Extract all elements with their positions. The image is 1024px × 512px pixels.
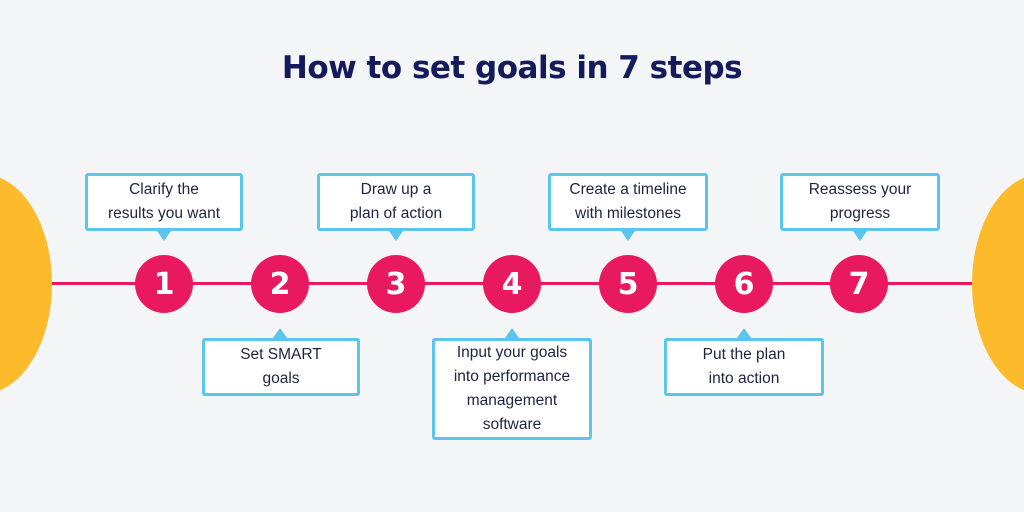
page-title: How to set goals in 7 steps bbox=[281, 50, 743, 86]
left-decor-circle bbox=[0, 174, 52, 394]
step-2-pointer bbox=[273, 328, 287, 338]
step-6-label-box: Put the plan into action bbox=[664, 338, 824, 396]
step-4-label-line-3: management bbox=[466, 392, 558, 409]
step-3-label-line-1: Draw up a bbox=[360, 181, 432, 198]
step-7-label-line-1: Reassess your bbox=[808, 181, 912, 198]
step-4-label-box: Input your goals into performance manage… bbox=[432, 338, 592, 440]
step-2-label-line-2: goals bbox=[262, 370, 300, 387]
step-1-label-line-1: Clarify the bbox=[129, 181, 199, 198]
right-decor-circle bbox=[972, 174, 1024, 394]
step-7-label-line-2: progress bbox=[829, 205, 891, 222]
step-2-label-box: Set SMART goals bbox=[202, 338, 360, 396]
step-3-label-box: Draw up a plan of action bbox=[317, 173, 475, 231]
step-5-circle: 5 bbox=[599, 255, 657, 313]
step-5-label-box: Create a timeline with milestones bbox=[548, 173, 708, 231]
step-6-pointer bbox=[737, 328, 751, 338]
step-4-circle: 4 bbox=[483, 255, 541, 313]
step-2-circle: 2 bbox=[251, 255, 309, 313]
step-4-label-line-4: software bbox=[482, 416, 542, 433]
step-1-label-line-2: results you want bbox=[108, 205, 220, 222]
step-7-label-box: Reassess your progress bbox=[780, 173, 940, 231]
step-5-label-line-2: with milestones bbox=[575, 205, 681, 222]
step-2-label-line-1: Set SMART bbox=[240, 346, 322, 363]
step-7-pointer bbox=[853, 231, 867, 241]
step-5-label-line-1: Create a timeline bbox=[569, 181, 687, 198]
step-1-label-box: Clarify the results you want bbox=[85, 173, 243, 231]
step-6-label-line-1: Put the plan bbox=[702, 346, 786, 363]
step-4-pointer bbox=[505, 328, 519, 338]
step-3-circle: 3 bbox=[367, 255, 425, 313]
step-3-label-line-2: plan of action bbox=[349, 205, 443, 222]
step-5-pointer bbox=[621, 231, 635, 241]
step-6-circle: 6 bbox=[715, 255, 773, 313]
step-4-label-line-1: Input your goals bbox=[456, 344, 568, 361]
step-3-pointer bbox=[389, 231, 403, 241]
step-7-circle: 7 bbox=[830, 255, 888, 313]
step-1-circle: 1 bbox=[135, 255, 193, 313]
step-4-label-line-2: into performance bbox=[453, 368, 571, 385]
step-1-pointer bbox=[157, 231, 171, 241]
step-6-label-line-2: into action bbox=[708, 370, 780, 387]
